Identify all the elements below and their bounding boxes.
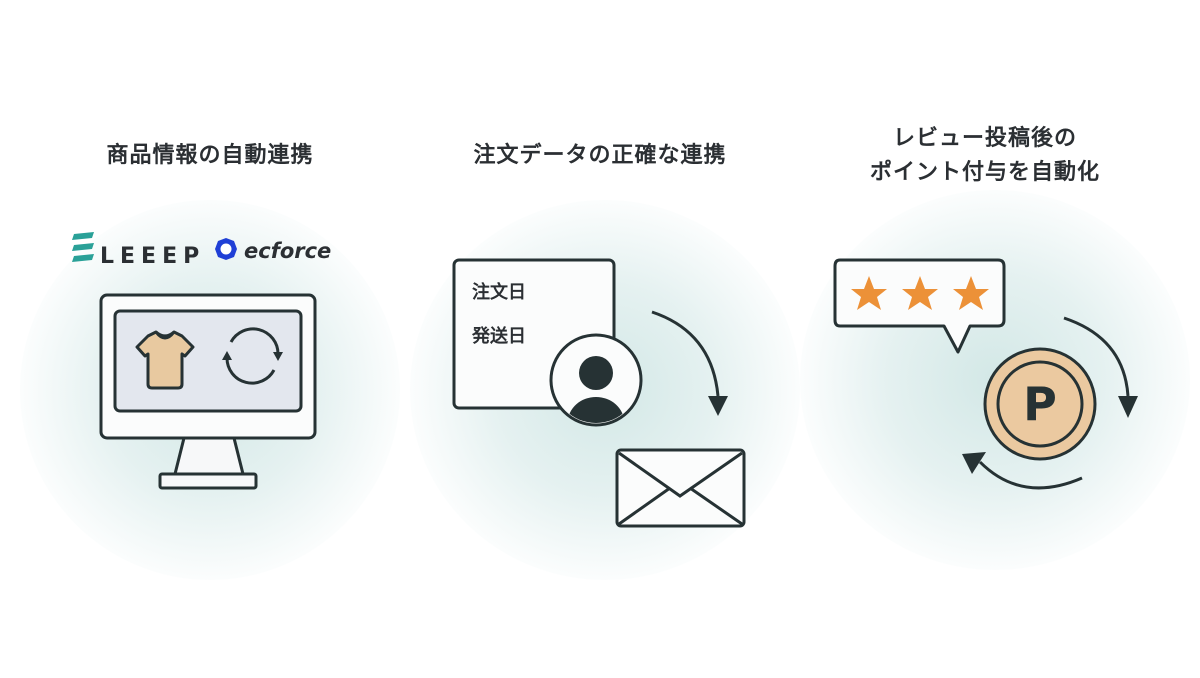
leeep-wordmark: LEEEP [100, 244, 205, 269]
column-3-title-line1: レビュー投稿後の [892, 126, 1077, 151]
user-avatar-icon [549, 333, 643, 427]
ship-date-label: 発送日 [471, 325, 526, 347]
column-3-title: レビュー投稿後の ポイント付与を自動化 [830, 122, 1140, 190]
star-icon [953, 276, 989, 310]
review-bubble [833, 258, 1006, 354]
column-3-title-line2: ポイント付与を自動化 [869, 160, 1100, 185]
star-icon [902, 276, 938, 310]
cycle-arrow-up-icon [978, 460, 1083, 490]
rating-stars [851, 276, 989, 310]
cycle-arrow-down-icon [1063, 316, 1130, 397]
shirt-icon [135, 330, 195, 390]
sync-icon [225, 327, 280, 385]
point-coin-icon: P [983, 347, 1097, 461]
order-data-illustration: 注文日 発送日 [452, 258, 746, 528]
leeep-logo: LEEEP [72, 232, 199, 269]
ecforce-logo: ecforce [215, 238, 331, 263]
leeep-mark-icon [72, 232, 94, 262]
column-2-title: 注文データの正確な連携 [473, 143, 727, 168]
monitor-base [158, 472, 258, 490]
curved-arrow-icon [651, 310, 720, 397]
review-points-illustration: P [833, 258, 1138, 490]
envelope-icon [615, 448, 746, 528]
point-letter: P [1023, 377, 1057, 431]
monitor-neck [173, 436, 245, 476]
column-1-title: 商品情報の自動連携 [106, 143, 314, 168]
monitor-illustration [99, 293, 317, 490]
ecforce-wordmark: ecforce [244, 239, 331, 263]
ecforce-mark-icon [215, 238, 237, 260]
order-date-label: 注文日 [472, 281, 526, 303]
star-icon [851, 276, 887, 310]
monitor-screen [113, 309, 303, 413]
